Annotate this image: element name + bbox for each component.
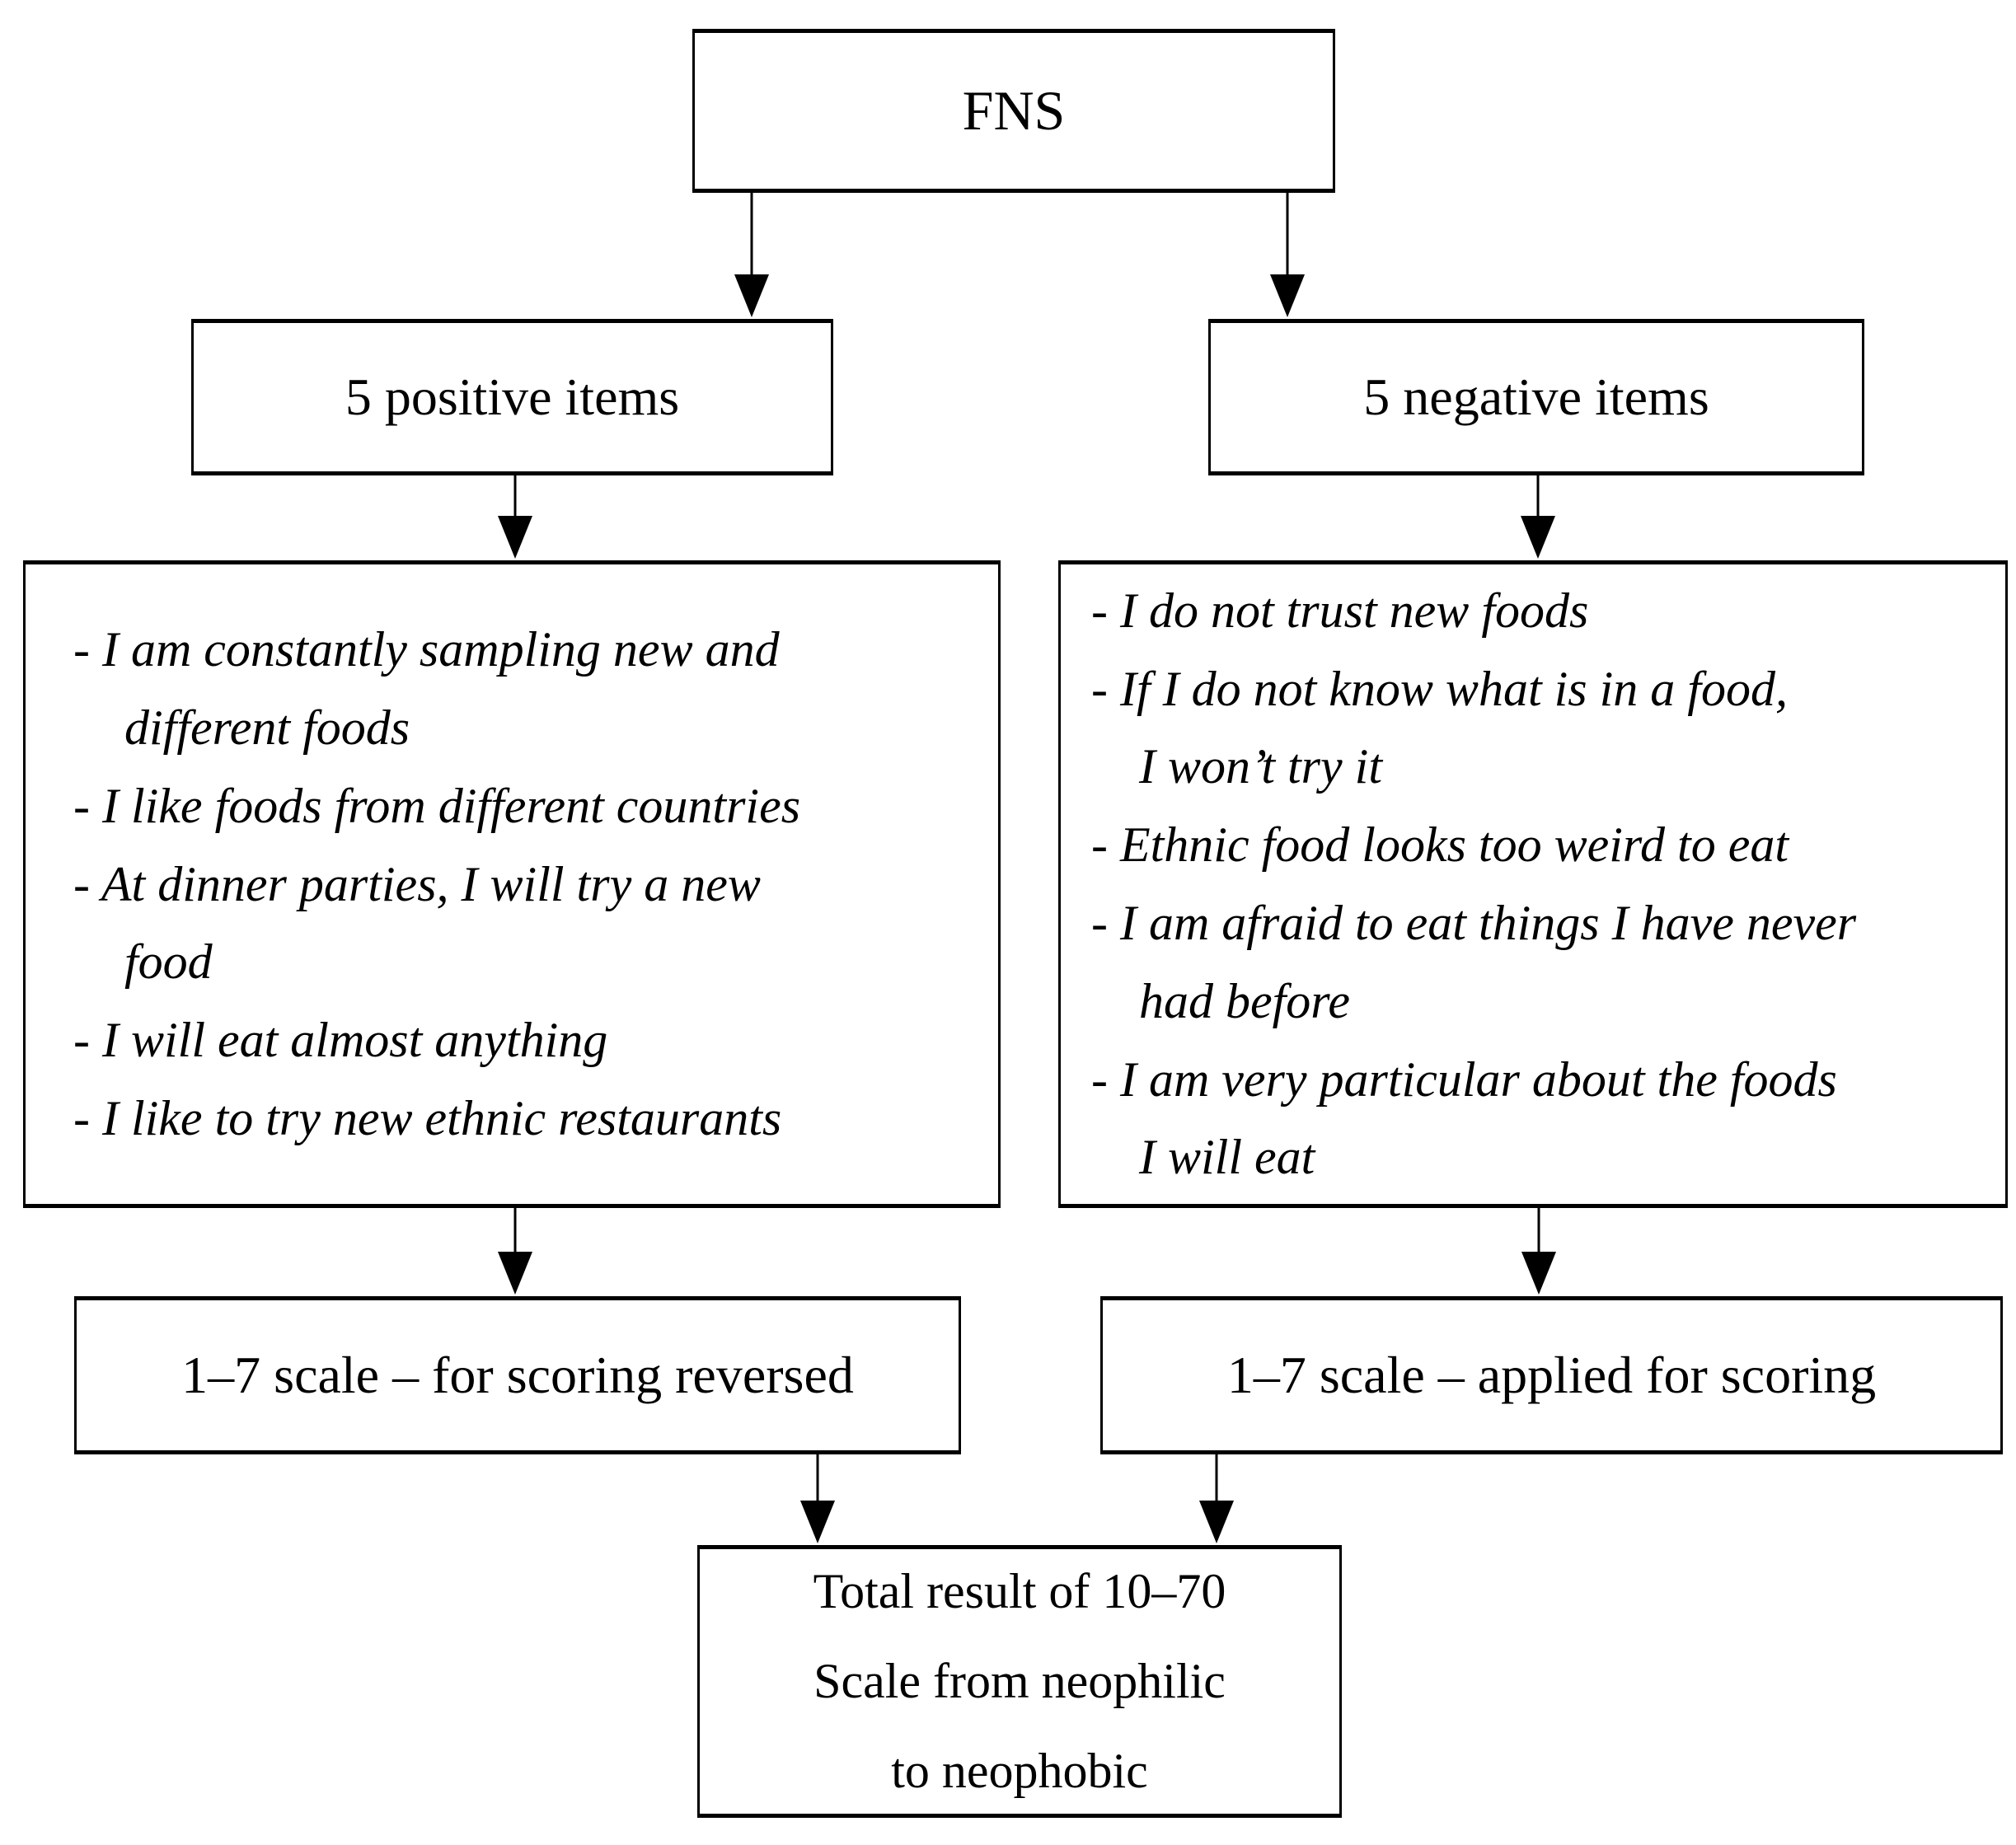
fns-root-label: FNS [962, 78, 1066, 142]
negative-items-header-label: 5 negative items [1363, 367, 1709, 426]
fns-root-box: FNS [692, 29, 1335, 193]
negative-scale-box: 1–7 scale – applied for scoring [1100, 1296, 2003, 1454]
arrow-negative-list-to-scale [1521, 1208, 1556, 1295]
arrowhead-icon [1521, 1252, 1556, 1295]
positive-scale-box: 1–7 scale – for scoring reversed [74, 1296, 961, 1454]
positive-item: - I like to try new ethnic restaurants [73, 1090, 782, 1145]
negative-scale-label: 1–7 scale – applied for scoring [1226, 1345, 1877, 1404]
negative-item: - I am afraid to eat things I have never… [1091, 896, 1857, 1028]
total-result-label: Total result of 10–70 Scale from neophil… [813, 1563, 1226, 1799]
positive-item: - I am constantly sampling new and diffe… [73, 622, 780, 755]
negative-item: - If I do not know what is in a food, I … [1091, 661, 1788, 794]
arrow-fns-to-positive-items [734, 193, 769, 317]
positive-item: - I like foods from different countries [73, 778, 801, 833]
arrow-negative-items-to-list [1521, 475, 1555, 559]
arrowhead-icon [498, 1252, 532, 1295]
arrow-positive-items-to-list [498, 475, 532, 559]
total-result-box: Total result of 10–70 Scale from neophil… [697, 1545, 1342, 1818]
positive-scale-label: 1–7 scale – for scoring reversed [181, 1345, 854, 1404]
arrowhead-icon [1199, 1501, 1234, 1543]
arrowhead-icon [734, 274, 769, 317]
arrow-negative-scale-to-total [1199, 1454, 1234, 1543]
arrowhead-icon [800, 1501, 835, 1543]
arrowhead-icon [1521, 516, 1555, 559]
negative-item: - I am very particular about the foods I… [1091, 1051, 1837, 1185]
negative-items-list-box: - I do not trust new foods - If I do not… [1058, 560, 2008, 1208]
positive-items-header-box: 5 positive items [191, 319, 833, 475]
positive-item: - At dinner parties, I will try a new fo… [73, 856, 761, 990]
negative-items-header-box: 5 negative items [1208, 319, 1864, 475]
arrow-fns-to-negative-items [1270, 193, 1305, 317]
arrowhead-icon [498, 516, 532, 559]
positive-items-list-box: - I am constantly sampling new and diffe… [23, 560, 1001, 1208]
arrow-positive-list-to-scale [498, 1208, 532, 1295]
negative-item: - I do not trust new foods [1091, 583, 1589, 638]
arrow-positive-scale-to-total [800, 1454, 835, 1543]
positive-item: - I will eat almost anything [73, 1013, 608, 1068]
negative-item: - Ethnic food looks too weird to eat [1091, 817, 1789, 873]
arrowhead-icon [1270, 274, 1305, 317]
positive-items-header-label: 5 positive items [345, 367, 680, 426]
